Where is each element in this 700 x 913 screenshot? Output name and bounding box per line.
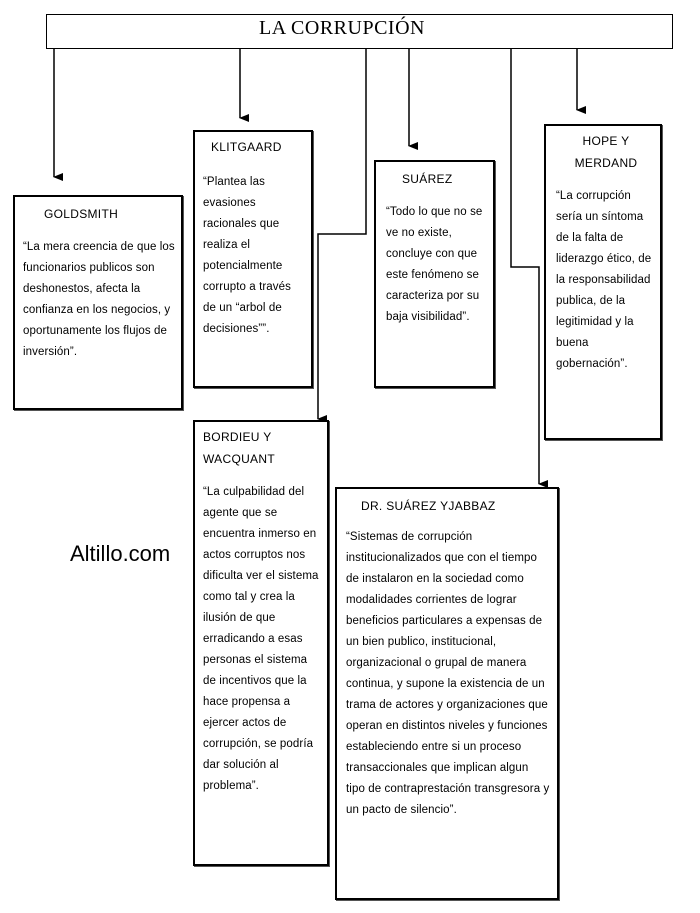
node-goldsmith: GOLDSMITH “La mera creencia de que los f… <box>13 195 183 410</box>
node-klitgaard-body: “Plantea las evasiones racionales que re… <box>203 176 291 335</box>
node-hope-merdand-body: “La corrupción sería un síntoma de la fa… <box>556 190 652 370</box>
node-bordieu-wacquant: BORDIEU Y WACQUANT “La culpabilidad del … <box>193 420 329 866</box>
node-klitgaard-title: KLITGAARD <box>211 140 282 154</box>
node-suarez: SUÁREZ “Todo lo que no se ve no existe, … <box>374 160 495 388</box>
map-title: LA CORRUPCIÓN <box>259 17 425 39</box>
node-dr-suarez-jabbaz-title: DR. SUÁREZ YJABBAZ <box>361 499 496 513</box>
node-dr-suarez-jabbaz: DR. SUÁREZ YJABBAZ “Sistemas de corrupci… <box>335 487 559 900</box>
node-bordieu-wacquant-title: BORDIEU Y WACQUANT <box>203 430 275 466</box>
node-hope-merdand: HOPE Y MERDAND “La corrupción sería un s… <box>544 124 662 440</box>
node-goldsmith-body: “La mera creencia de que los funcionario… <box>23 241 175 358</box>
title-box: LA CORRUPCIÓN <box>46 14 673 49</box>
node-bordieu-wacquant-body: “La culpabilidad del agente que se encue… <box>203 486 319 792</box>
watermark: Altillo.com <box>70 541 171 566</box>
connector-dr-suarez <box>510 49 548 488</box>
node-goldsmith-title: GOLDSMITH <box>44 207 119 221</box>
node-hope-merdand-title: HOPE Y MERDAND <box>574 134 638 170</box>
node-suarez-title: SUÁREZ <box>402 172 453 186</box>
node-klitgaard: KLITGAARD “Plantea las evasiones raciona… <box>193 130 313 388</box>
connector-bordieu <box>317 49 367 423</box>
node-dr-suarez-jabbaz-body: “Sistemas de corrupción institucionaliza… <box>346 531 550 816</box>
node-suarez-body: “Todo lo que no se ve no existe, concluy… <box>386 206 483 323</box>
